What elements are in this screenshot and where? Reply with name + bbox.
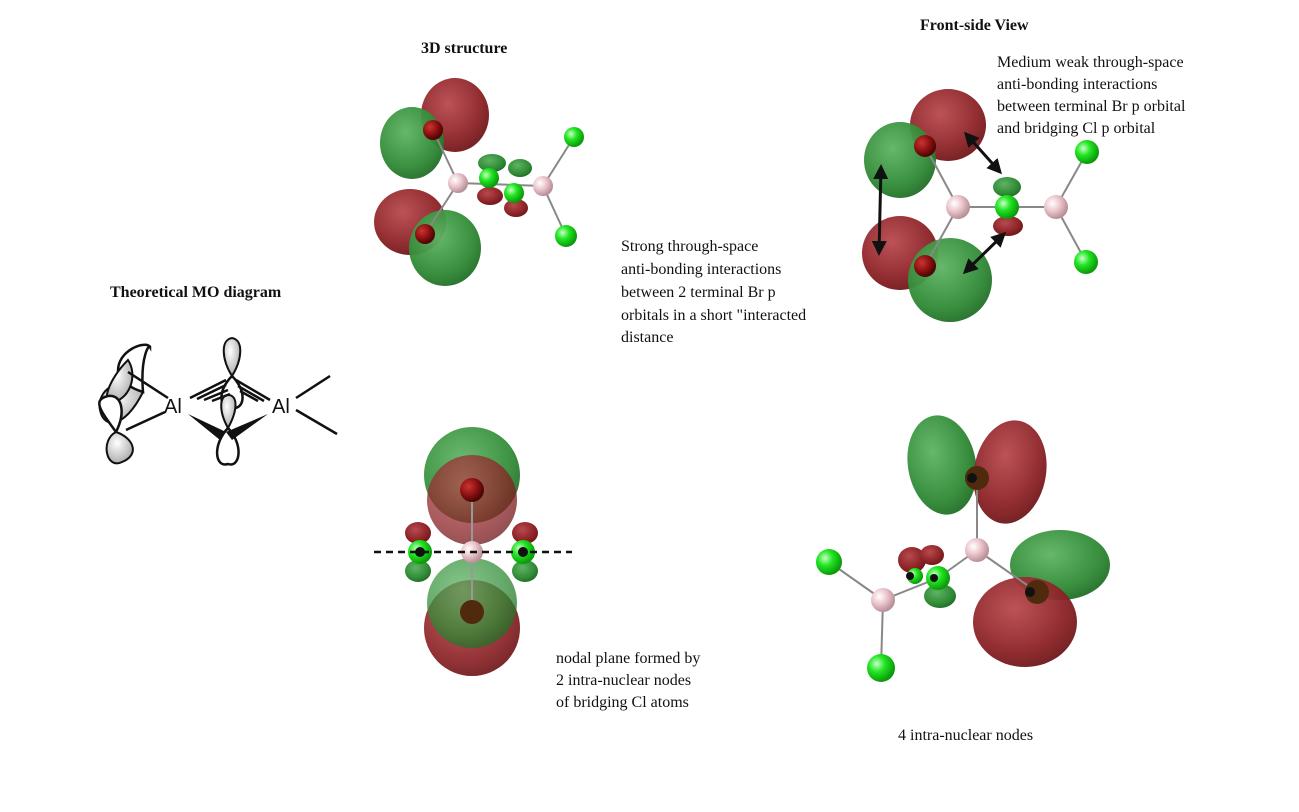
orbital-four-node-view [816, 415, 1110, 682]
lobe-green [409, 210, 481, 286]
lobe-green [380, 107, 444, 179]
al-left-label: Al [164, 396, 182, 418]
aluminum-atom [946, 195, 970, 219]
al-right-label: Al [272, 396, 290, 418]
heading-front-view: Front-side View [920, 17, 1029, 34]
orbital-nodal-plane-view [374, 427, 572, 676]
node-dot [906, 572, 914, 580]
bromine-atom [914, 255, 936, 277]
bond [125, 410, 166, 432]
p-orbital-icon [220, 393, 237, 431]
lobe-green [993, 177, 1021, 197]
node-dot [930, 574, 938, 582]
double-arrow-icon [962, 231, 1007, 275]
lobe-green [907, 415, 977, 515]
chlorine-atom [907, 568, 923, 584]
bromine-atom [914, 135, 936, 157]
annotation-line: distance [621, 329, 674, 346]
bromine-atom [1025, 580, 1049, 604]
annotation-line: between terminal Br p orbital [997, 98, 1186, 115]
lobe-red [504, 199, 528, 217]
annotation-line: and bridging Cl p orbital [997, 120, 1156, 137]
chlorine-atom [504, 183, 524, 203]
p-orbital-icon [98, 394, 123, 435]
bond [424, 182, 459, 235]
chlorine-atom [816, 549, 842, 575]
heading-3d-structure: 3D structure [421, 40, 508, 57]
lobe-red [405, 522, 431, 544]
lobe-red [973, 420, 1047, 524]
bromine-atom [460, 478, 484, 502]
annotation-line: nodal plane formed by [556, 650, 701, 667]
p-orbital-icon [222, 336, 242, 378]
annotation-four-nodes: 4 intra-nuclear nodes [898, 727, 1034, 744]
annotation-line: between 2 terminal Br p [621, 284, 776, 301]
solid-wedge-bond [226, 414, 268, 440]
lobe-green [908, 238, 992, 322]
lobe-green [864, 122, 936, 198]
chlorine-atom [995, 195, 1019, 219]
chlorine-atom [867, 654, 895, 682]
lobe-green [508, 159, 532, 177]
hashed-wedge-bond [235, 378, 271, 403]
node-dot [415, 547, 425, 557]
annotation-line: 2 intra-nuclear nodes [556, 672, 692, 689]
annotation-line: anti-bonding interactions [997, 76, 1158, 93]
double-arrow-icon [871, 164, 889, 256]
bond [976, 549, 1038, 593]
annotation-line: Medium weak through-space [997, 54, 1184, 71]
mo-diagram-sketch: Al Al [98, 336, 338, 466]
chlorine-atom [1074, 250, 1098, 274]
node-dot [518, 547, 528, 557]
lobe-red [898, 547, 926, 573]
aluminum-atom [871, 588, 895, 612]
bond [295, 408, 338, 436]
lobe-red [477, 187, 503, 205]
p-orbital-icon [105, 430, 134, 465]
lobe-red [973, 577, 1077, 667]
bromine-atom [460, 600, 484, 624]
node-dot [1025, 587, 1035, 597]
heading-mo-diagram: Theoretical MO diagram [110, 284, 282, 301]
annotation-line: of bridging Cl atoms [556, 694, 689, 711]
aluminum-atom [448, 173, 468, 193]
aluminum-atom [965, 538, 989, 562]
lobe-red [993, 216, 1023, 236]
aluminum-atom [533, 176, 553, 196]
bromine-atom [415, 224, 435, 244]
bond [295, 374, 331, 400]
lobe-red [920, 545, 944, 565]
annotation-line: orbitals in a short "interacted [621, 307, 807, 324]
lobe-red [512, 522, 538, 544]
annotation-line: anti-bonding interactions [621, 261, 782, 278]
annotation-line: Strong through-space [621, 238, 759, 255]
node-dot [967, 473, 977, 483]
chlorine-atom [564, 127, 584, 147]
lobe-green [478, 154, 506, 172]
orbital-3d-structure [374, 78, 584, 286]
solid-wedge-bond [188, 414, 226, 440]
lobe-green [405, 560, 431, 582]
lobe-green [512, 560, 538, 582]
bond [457, 182, 544, 187]
chlorine-atom [479, 168, 499, 188]
bromine-atom [423, 120, 443, 140]
orbital-front-view [862, 89, 1099, 322]
hashed-wedge-bond [189, 378, 231, 403]
double-arrow-icon [963, 131, 1003, 175]
chlorine-atom [1075, 140, 1099, 164]
bond [127, 370, 169, 400]
aluminum-atom [1044, 195, 1068, 219]
chlorine-atom [555, 225, 577, 247]
lobe-green [924, 584, 956, 608]
